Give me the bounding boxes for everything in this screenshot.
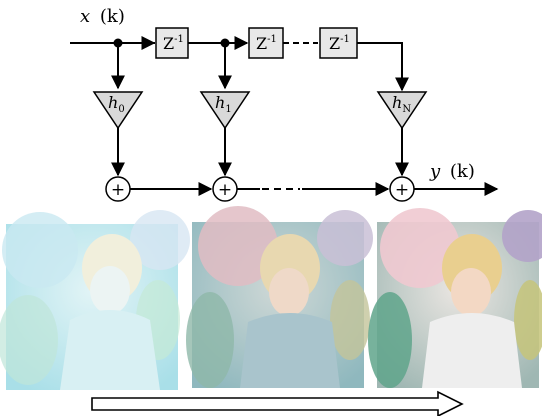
adder-1: +	[212, 176, 238, 202]
delay-box-2: Z-1	[248, 27, 284, 59]
photo-stage-3	[368, 208, 542, 388]
output-label: y (k)	[429, 161, 475, 182]
svg-text:hN: hN	[392, 93, 411, 115]
gain-hN: hN	[376, 91, 428, 130]
svg-text:Z-1: Z-1	[163, 34, 184, 53]
adder-N: +	[389, 176, 415, 202]
input-label: x (k)	[80, 6, 125, 27]
fir-block-diagram: x (k) Z-1 Z-1 Z-1 h0	[70, 6, 499, 202]
svg-text:Z-1: Z-1	[329, 34, 350, 53]
svg-text:Z-1: Z-1	[256, 34, 277, 53]
photo-stage-1	[0, 210, 190, 390]
svg-text:h0: h0	[108, 93, 125, 115]
delay-out-line	[357, 42, 409, 92]
adder-0: +	[105, 176, 131, 202]
svg-text:+: +	[395, 180, 409, 200]
progression-arrow	[91, 390, 464, 416]
gain-h1: h1	[199, 91, 251, 130]
gain-h0: h0	[92, 91, 144, 130]
svg-text:+: +	[111, 180, 125, 200]
photo-stage-2	[186, 206, 373, 388]
delay-box-1: Z-1	[155, 27, 189, 59]
svg-text:+: +	[218, 180, 232, 200]
delay-box-3: Z-1	[319, 27, 358, 59]
svg-text:h1: h1	[215, 93, 232, 115]
